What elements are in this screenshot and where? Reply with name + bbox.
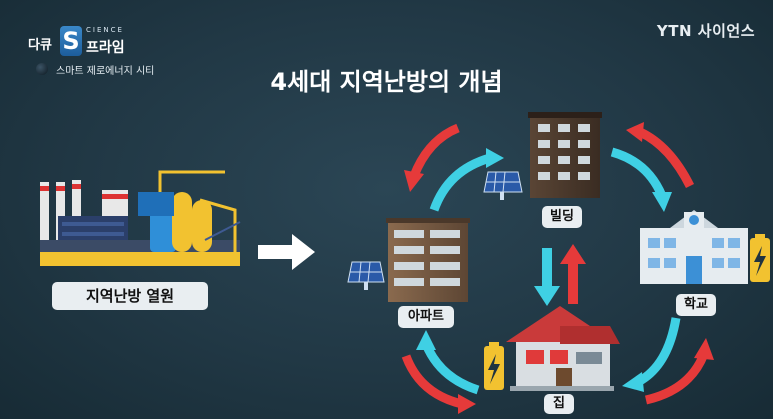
house-icon <box>506 306 620 391</box>
cyan-curved-arrow-icon <box>610 147 672 212</box>
red-curved-arrow-icon <box>626 122 695 189</box>
red-curved-arrow-icon <box>401 354 476 414</box>
program-prefix: 다큐 <box>28 38 52 53</box>
episode-title: 스마트 제로에너지 시티 <box>56 65 155 77</box>
slide-title: 4세대 지역난방의 개념 <box>270 68 503 96</box>
globe-icon <box>36 63 48 75</box>
school-building-icon <box>640 210 748 284</box>
label-building: 빌딩 <box>542 206 582 228</box>
program-science: CIENCE <box>86 26 124 34</box>
cyan-curved-arrow-icon <box>416 330 480 395</box>
white-arrow-icon <box>258 234 315 270</box>
red-curved-arrow-icon <box>404 123 460 192</box>
red-up-arrow-icon <box>560 244 586 304</box>
battery-icon <box>484 342 504 390</box>
channel-logo: YTN 사이언스 <box>656 22 755 40</box>
cyan-curved-arrow-icon <box>429 148 504 212</box>
red-curved-arrow-icon <box>644 338 714 405</box>
office-building-icon <box>528 112 602 198</box>
label-house: 집 <box>544 394 574 414</box>
solar-panel-icon <box>483 171 523 200</box>
label-school: 학교 <box>676 294 716 316</box>
program-logo: 다큐 S CIENCE 프라임 <box>28 24 178 60</box>
cyan-curved-arrow-icon <box>622 317 681 392</box>
episode-caption: 스마트 제로에너지 시티 <box>36 62 155 77</box>
tank-icon <box>138 192 212 252</box>
program-letter-badge: S <box>60 26 82 56</box>
solar-panel-icon <box>347 261 385 290</box>
label-heat-source: 지역난방 열원 <box>52 282 208 310</box>
cyan-down-arrow-icon <box>534 248 560 306</box>
apartment-building-icon <box>386 218 470 302</box>
label-apartment: 아파트 <box>398 306 454 328</box>
battery-icon <box>750 234 770 282</box>
program-name: 프라임 <box>86 40 125 56</box>
heat-source-plant-icon <box>40 170 241 266</box>
